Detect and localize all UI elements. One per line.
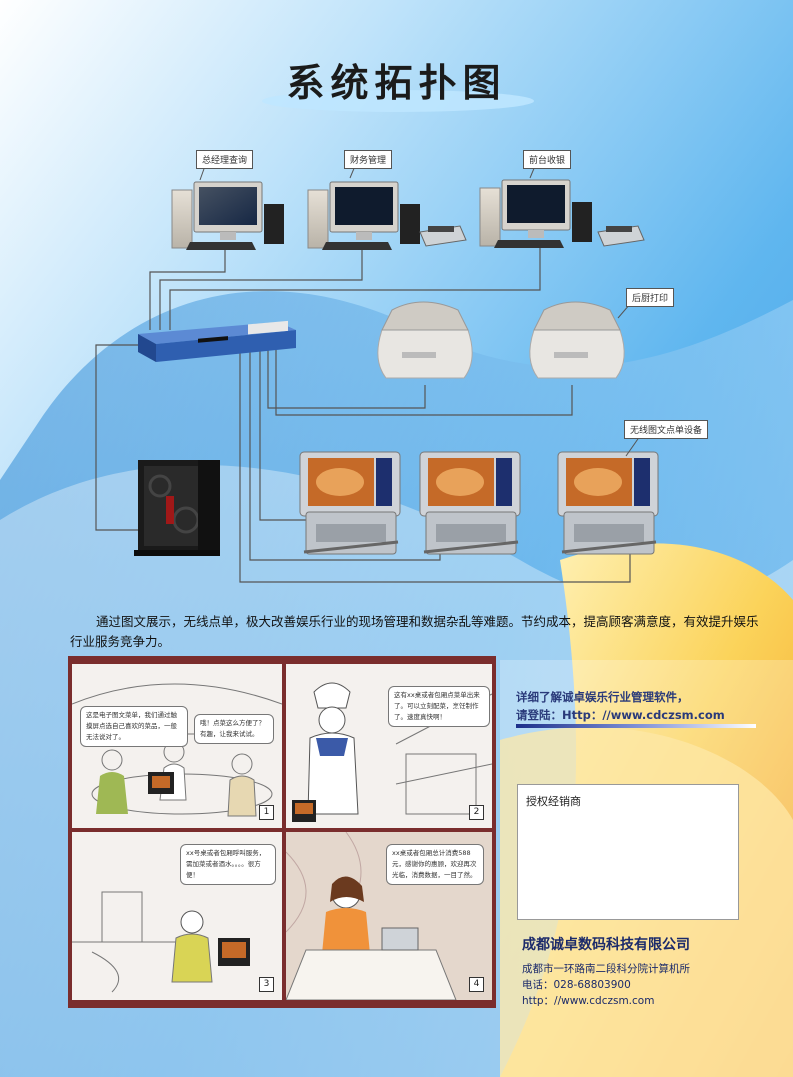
company-website[interactable]: http：//www.cdczsm.com: [522, 995, 655, 1007]
comic-strip: 这是电子图文菜单，我们通过触摸屏点选自己喜欢的菜品，一般无法说对了。 哦！点菜这…: [68, 656, 496, 1008]
callout-finance: 财务管理: [344, 150, 393, 169]
server-tower: [134, 460, 220, 556]
title-ellipse: [262, 90, 534, 112]
topology-diagram: [95, 165, 659, 583]
callout-manager: 总经理查询: [196, 150, 254, 169]
dealer-label: 授权经销商: [526, 795, 581, 808]
comic-number-4: 4: [469, 977, 484, 992]
comic-panel-3: xx号桌或者包厢呼叫服务，需加菜或者酒水。。。。很方便！ 3: [72, 832, 282, 1000]
comic-panel-1: 这是电子图文菜单，我们通过触摸屏点选自己喜欢的菜品，一般无法说对了。 哦！点菜这…: [72, 664, 282, 828]
ordering-terminal-2: [419, 451, 521, 555]
comic-number-1: 1: [259, 805, 274, 820]
network-switch: [138, 320, 296, 362]
comic-number-3: 3: [259, 977, 274, 992]
comic-bubble-1b: 哦！点菜这么方便了？有趣，让我来试试。: [194, 714, 274, 744]
comic-bubble-4: xx桌或者包厢总计消费588元，感谢你的惠顾，欢迎再次光临，消费数据，一目了然。: [386, 844, 484, 885]
computer-manager: [171, 181, 284, 250]
page-title: 系统拓扑图: [286, 61, 507, 105]
ordering-terminal-1: [299, 451, 401, 555]
computer-cashier: [479, 179, 645, 248]
info-line-2: 请登陆：Http：//www.cdczsm.com: [516, 708, 725, 722]
company-name: 成都诚卓数码科技有限公司: [522, 937, 690, 953]
ordering-terminal-3: [557, 451, 659, 555]
callout-kitchen: 后厨打印: [626, 288, 675, 307]
info-line-1: 详细了解诚卓娱乐行业管理软件，: [516, 690, 689, 704]
comic-number-2: 2: [469, 805, 484, 820]
company-address: 成都市一环路南二段科分院计算机所: [522, 963, 690, 975]
callout-cashier: 前台收银: [523, 150, 572, 169]
info-block: 详细了解诚卓娱乐行业管理软件， 请登陆：Http：//www.cdczsm.co…: [516, 688, 725, 724]
comic-illustration-1: [72, 683, 282, 817]
comic-illustration-2: [292, 682, 492, 822]
callout-wireless: 无线图文点单设备: [624, 420, 709, 439]
computer-finance: [307, 181, 467, 250]
description-text: 通过图文展示，无线点单，极大改善娱乐行业的现场管理和数据杂乱等难题。节约成本，提…: [70, 614, 759, 649]
comic-panel-4: xx桌或者包厢总计消费588元，感谢你的惠顾，欢迎再次光临，消费数据，一目了然。…: [286, 832, 492, 1000]
comic-illustration-3: [72, 891, 250, 993]
comic-panel-2: 这有xx桌或者包厢点菜单出来了。可以立刻配菜，烹饪制作了。速度真快啊！ 2: [286, 664, 492, 828]
dealer-box: 授权经销商: [517, 784, 739, 920]
kitchen-printer-1: [377, 301, 473, 379]
kitchen-printer-2: [529, 301, 625, 379]
company-phone: 电话：028-68803900: [522, 979, 631, 991]
comic-bubble-1a: 这是电子图文菜单，我们通过触摸屏点选自己喜欢的菜品，一般无法说对了。: [80, 706, 188, 747]
comic-bubble-2: 这有xx桌或者包厢点菜单出来了。可以立刻配菜，烹饪制作了。速度真快啊！: [388, 686, 490, 727]
comic-bubble-3: xx号桌或者包厢呼叫服务，需加菜或者酒水。。。。很方便！: [180, 844, 276, 885]
info-underline: [516, 724, 756, 728]
